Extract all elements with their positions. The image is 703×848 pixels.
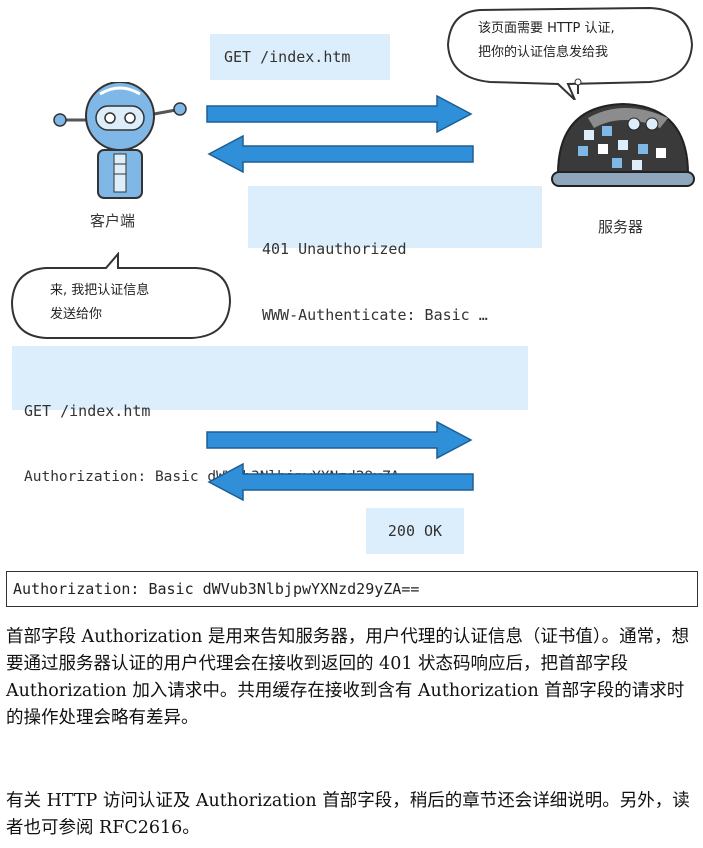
- response1-status: 401 Unauthorized: [262, 240, 407, 258]
- server-bubble-line1: 该页面需要 HTTP 认证,: [478, 21, 615, 36]
- response2-box: 200 OK: [366, 508, 464, 554]
- client-bubble-line1: 来, 我把认证信息: [50, 283, 150, 298]
- request1-box: GET /index.htm: [210, 34, 390, 80]
- client-speech-bubble: [10, 252, 232, 339]
- request2-box: GET /index.htm Authorization: Basic dWVu…: [12, 346, 528, 485]
- server-bubble-line2: 把你的认证信息发给我: [478, 45, 609, 60]
- server-icon: [551, 78, 695, 187]
- header-example: Authorization: Basic dWVub3NlbjpwYXNzd29…: [6, 571, 698, 607]
- request1-arrow: [206, 94, 473, 134]
- auth-diagram: 该页面需要 HTTP 认证, 把你的认证信息发给我 GET /index.htm…: [10, 6, 695, 554]
- server-speech-bubble: [446, 6, 694, 100]
- response2-arrow: [207, 462, 474, 502]
- paragraph-authorization: 首部字段 Authorization 是用来告知服务器，用户代理的认证信息（证书…: [6, 627, 690, 728]
- request2-line: GET /index.htm: [24, 402, 151, 420]
- client-bubble-line2: 发送给你: [50, 307, 103, 322]
- response1-arrow: [207, 134, 474, 174]
- response1-box: 401 Unauthorized WWW-Authenticate: Basic…: [248, 186, 542, 324]
- server-label: 服务器: [598, 218, 644, 236]
- client-label: 客户端: [90, 212, 136, 230]
- paragraph-see-also: 有关 HTTP 访问认证及 Authorization 首部字段，稍后的章节还会…: [6, 791, 690, 838]
- client-robot-icon: [53, 82, 187, 199]
- request2-arrow: [206, 420, 473, 460]
- response1-header: WWW-Authenticate: Basic …: [262, 306, 488, 324]
